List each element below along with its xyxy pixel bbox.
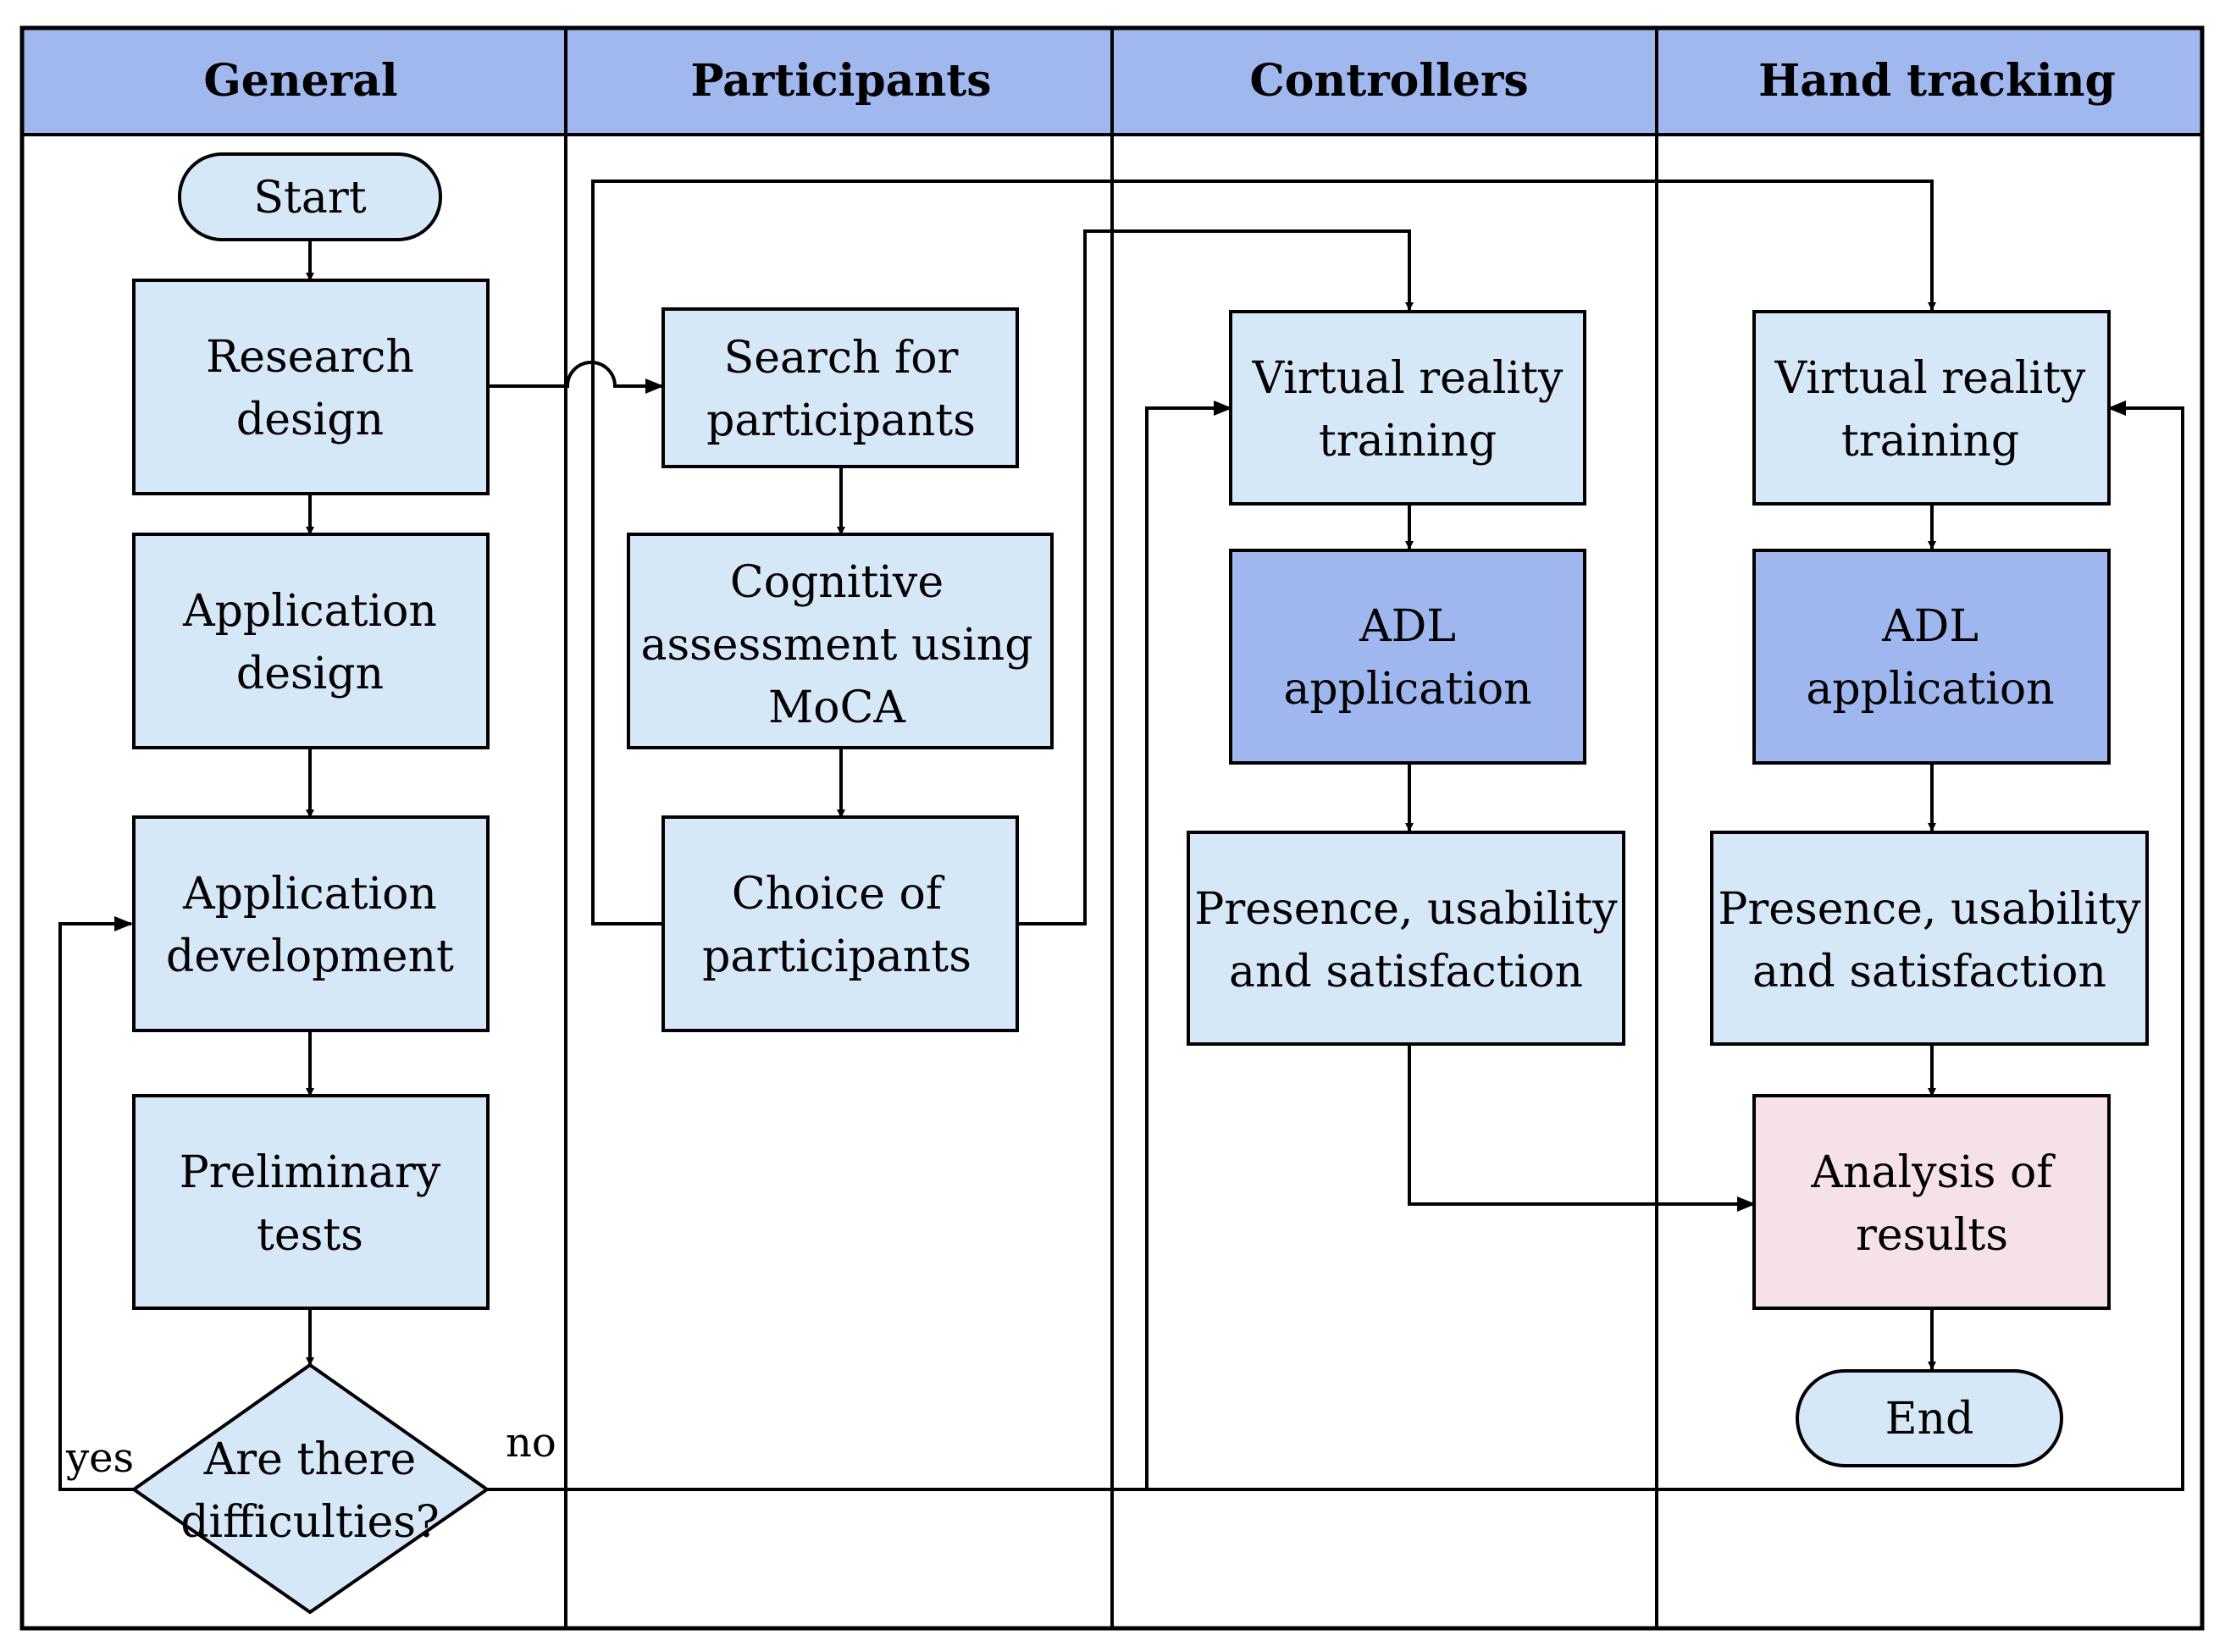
node-label-line: tests (257, 1210, 363, 1261)
node-label-line: difficulties? (180, 1497, 440, 1548)
node-label-line: Application (182, 869, 437, 920)
node-search-participants: Search for participants (661, 307, 1019, 468)
svg-text:End: End (1885, 1394, 1974, 1445)
node-label-line: participants (702, 931, 971, 982)
edge-choice-controllers-vr (1017, 229, 1414, 925)
node-application-development: Application development (132, 815, 490, 1032)
node-label-line: and satisfaction (1752, 947, 2106, 997)
node-label-line: assessment using (640, 620, 1032, 671)
edge-label-no: no (506, 1419, 556, 1467)
node-label-line: application (1283, 664, 1531, 715)
node-vr-training-hand: Virtual reality training (1752, 310, 2111, 506)
node-application-design: Application design (132, 533, 490, 749)
node-label-line: Virtual reality (1252, 353, 1564, 404)
node-label-line: Cognitive (730, 557, 944, 608)
lane-title-general: General (203, 55, 397, 107)
edge-research-search (488, 361, 664, 394)
node-label-line: MoCA (768, 682, 906, 733)
node-label-line: application (1806, 664, 2054, 715)
node-label-line: Virtual reality (1774, 353, 2086, 404)
edge-choice-hand-vr (591, 180, 1936, 925)
edge-decision-no-controllers (487, 401, 1232, 1491)
node-choice-participants: Choice of participants (661, 815, 1019, 1032)
node-label-line: Search for (724, 333, 959, 384)
node-label-line: Choice of (732, 869, 945, 920)
node-presence-hand: Presence, usability and satisfaction (1710, 831, 2149, 1046)
node-preliminary-tests: Preliminary tests (132, 1094, 490, 1310)
node-label-line: design (236, 649, 384, 699)
node-label-line: Analysis of (1810, 1147, 2056, 1198)
node-label-line: End (1885, 1394, 1974, 1445)
node-end: End (1796, 1369, 2063, 1467)
node-label-line: Start (253, 173, 366, 224)
edge-label-yes: yes (65, 1434, 134, 1482)
svg-text:Start: Start (253, 173, 366, 224)
lane-title-hand-tracking: Hand tracking (1758, 55, 2116, 107)
node-analysis-results: Analysis of results (1752, 1094, 2111, 1310)
node-label-line: results (1856, 1210, 2008, 1261)
node-presence-controllers: Presence, usability and satisfaction (1187, 831, 1625, 1046)
node-label-line: Application (182, 586, 437, 637)
node-label-line: Are there (203, 1434, 417, 1485)
node-label-line: Research (206, 332, 414, 383)
node-label-line: design (236, 395, 384, 445)
node-label-line: development (166, 931, 454, 982)
node-decision-difficulties: Are there difficulties? (130, 1362, 490, 1615)
edge-decision-yes (58, 916, 134, 1491)
lane-title-participants: Participants (690, 55, 991, 107)
node-label-line: and satisfaction (1229, 947, 1583, 997)
node-label-line: Presence, usability (1718, 884, 2141, 935)
node-label-line: training (1841, 416, 2019, 467)
node-label-line: Preliminary (180, 1147, 441, 1198)
edge-ctrl-presence-analysis (1408, 1044, 1756, 1212)
node-label-line: Presence, usability (1194, 884, 1618, 935)
node-adl-hand: ADL application (1752, 549, 2111, 765)
node-label-line: training (1319, 416, 1497, 467)
node-label-line: participants (706, 395, 976, 446)
edge-decision-no-hand (1147, 401, 2184, 1491)
node-research-design: Research design (132, 279, 490, 495)
node-vr-training-controllers: Virtual reality training (1229, 310, 1586, 506)
lane-title-controllers: Controllers (1249, 55, 1528, 107)
node-label-line: ADL (1881, 601, 1979, 652)
node-label-line: ADL (1359, 601, 1456, 652)
node-start: Start (178, 152, 442, 241)
node-adl-controllers: ADL application (1229, 549, 1586, 765)
